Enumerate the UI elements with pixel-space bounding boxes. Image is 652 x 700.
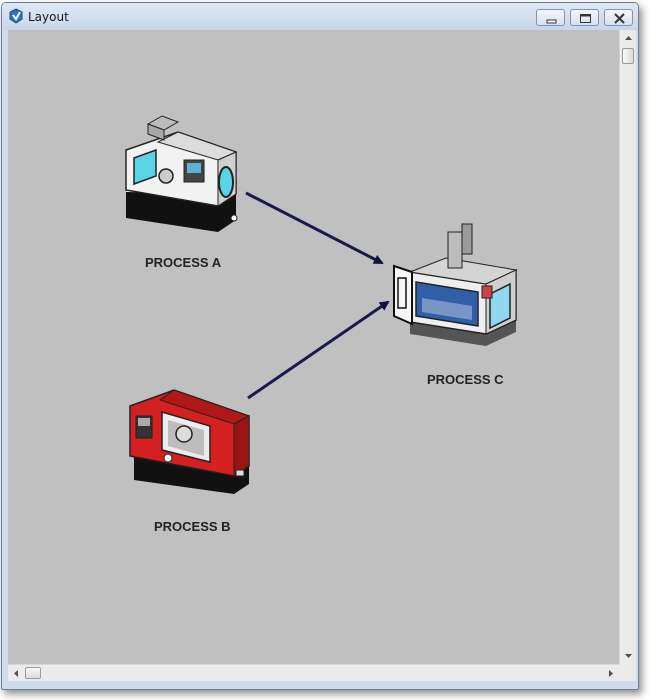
- horizontal-scrollbar[interactable]: [8, 664, 619, 681]
- scrollbar-corner: [619, 664, 636, 681]
- layout-canvas[interactable]: PROCESS A PROCESS B PROCESS C: [8, 30, 619, 664]
- title-bar[interactable]: Layout: [2, 3, 638, 30]
- app-logo-icon[interactable]: [8, 8, 24, 24]
- close-icon: [614, 13, 625, 24]
- process-a-label: PROCESS A: [145, 255, 222, 270]
- flow-arrows: [245, 191, 390, 400]
- scroll-up-icon[interactable]: [620, 30, 637, 47]
- process-c-label: PROCESS C: [427, 372, 504, 387]
- vertical-scroll-thumb[interactable]: [622, 48, 634, 64]
- flow-arrow-b-to-c[interactable]: [247, 300, 390, 400]
- scroll-right-icon[interactable]: [602, 665, 619, 682]
- layout-window: Layout: [1, 2, 639, 690]
- process-b-label: PROCESS B: [154, 519, 231, 534]
- horizontal-scroll-thumb[interactable]: [25, 667, 41, 679]
- lathe-machine-icon[interactable]: [118, 110, 243, 232]
- milling-machine-icon[interactable]: [386, 220, 521, 350]
- scroll-down-icon[interactable]: [620, 647, 637, 664]
- minimize-icon: [546, 19, 557, 24]
- close-button[interactable]: [604, 9, 633, 26]
- window-title: Layout: [28, 10, 69, 24]
- vertical-scrollbar[interactable]: [619, 30, 636, 664]
- maximize-button[interactable]: [570, 9, 599, 26]
- maximize-icon: [580, 14, 591, 23]
- scroll-left-icon[interactable]: [8, 665, 25, 682]
- red-lathe-machine-icon[interactable]: [124, 376, 254, 496]
- flow-arrow-a-to-c[interactable]: [245, 191, 384, 265]
- minimize-button[interactable]: [536, 9, 565, 26]
